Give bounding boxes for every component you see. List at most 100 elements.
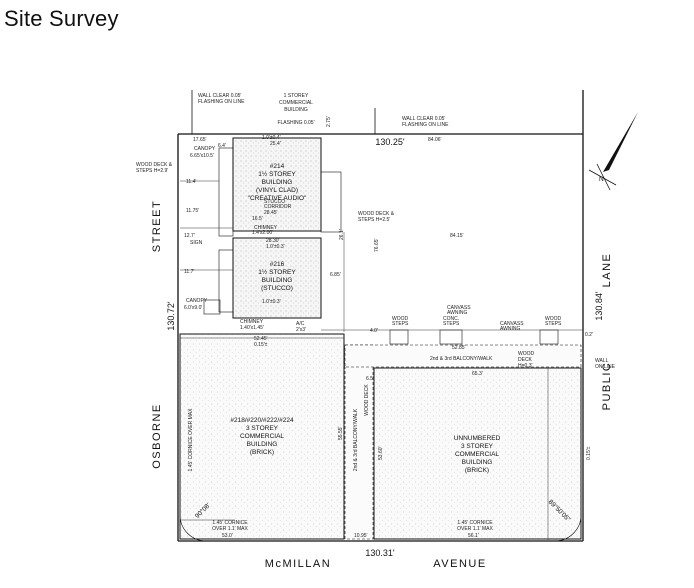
- wood-deck-and-steps: [203, 147, 559, 345]
- note-wood-deck-mid-2: STEPS H=2.5': [358, 217, 390, 223]
- building-216-line-4: (STUCCO): [261, 285, 293, 292]
- measure-m23: 65.3': [472, 371, 483, 377]
- west-street-suffix: STREET: [151, 200, 163, 252]
- measure-m27: 10.95': [354, 533, 368, 539]
- measure-m11: 1.4'x2.00': [252, 230, 273, 236]
- measure-m22: 52.85': [452, 345, 466, 351]
- measure-m12: 1.0'±0.3': [266, 244, 285, 250]
- note-cornice-sw-2: OVER 1.1' MAX: [212, 526, 248, 532]
- note-sign: SIGN: [190, 240, 203, 246]
- note-canvass-awning-2-b: AWNING: [500, 326, 520, 332]
- building-214-line-2: 1½ STOREY: [258, 170, 296, 178]
- note-wood-deck-h-2: DECK: [518, 357, 533, 363]
- note-wood-deck-mid-1: WOOD DECK &: [358, 211, 395, 217]
- balcony-walk-horizontal-strip: [344, 344, 582, 368]
- note-conc-steps-2: STEPS: [443, 321, 460, 327]
- note-wall-clear-ne-2: FLASHING ON LINE: [402, 122, 449, 128]
- building-218-line-2: 3 STOREY: [246, 425, 279, 432]
- measure-m20: 84.15': [450, 233, 464, 239]
- west-street-name: OSBORNE: [151, 403, 163, 469]
- building-unnumbered-line-3: COMMERCIAL: [455, 451, 499, 458]
- note-cornice-sw-1: 1.45' CORNICE: [212, 520, 248, 526]
- balcony-walk-vertical-strip: [344, 344, 374, 540]
- measure-m32: 26.1': [339, 229, 345, 240]
- note-chimney-1: CHIMNEY: [254, 225, 278, 231]
- property-boundary: [177, 90, 584, 542]
- measure-m30: 28.45': [264, 210, 278, 216]
- measure-m19: 0.15'±: [254, 342, 268, 348]
- note-wood-deck-vertical: WOOD DECK: [364, 384, 370, 416]
- note-wood-deck-h-3: H=0.3': [518, 363, 532, 369]
- building-218-line-5: (BRICK): [250, 449, 274, 456]
- note-wood-deck-west-1: WOOD DECK &: [136, 162, 173, 168]
- building-unnumbered: [373, 367, 582, 540]
- note-wood-steps-2-b: STEPS: [545, 321, 562, 327]
- measure-m14: 12.7': [184, 233, 195, 239]
- building-214-line-3: BUILDING: [262, 179, 293, 186]
- measure-m6: 2.75': [326, 116, 332, 127]
- measure-m5: 84.06': [428, 137, 442, 143]
- note-stucco-corridor-1: STUCCO: [264, 199, 285, 205]
- building-216-line-2: 1½ STOREY: [258, 268, 296, 276]
- measure-m10: 16.5': [252, 216, 263, 222]
- note-wood-deck-west-2: STEPS H=2.9': [136, 168, 168, 174]
- note-canopy-2: CANOPY: [186, 298, 208, 304]
- measure-m26: 53.0': [222, 533, 233, 539]
- measure-m15: 11.7': [184, 269, 194, 275]
- building-216-line-1: #216: [270, 261, 285, 268]
- building-218-line-3: COMMERCIAL: [240, 433, 284, 440]
- building-unnumbered-line-4: BUILDING: [462, 459, 493, 466]
- note-chimney-2: CHIMNEY: [240, 319, 264, 325]
- measure-m35: 6.5': [366, 376, 374, 382]
- dimension-south: 130.31': [365, 548, 395, 558]
- east-lane-prefix: PUBLIC: [601, 362, 613, 411]
- building-218-line-4: BUILDING: [247, 441, 278, 448]
- measure-m18: 52.45': [254, 336, 268, 342]
- page-title: Site Survey: [4, 6, 119, 31]
- measure-m9: 11.75': [186, 208, 199, 214]
- note-wall-clear-ne-1: WALL CLEAR 0.05': [402, 116, 445, 122]
- measure-m2: 6.4': [218, 143, 226, 149]
- measure-m13: 28.30': [266, 238, 280, 244]
- building-unnumbered-line-1: UNNUMBERED: [454, 435, 501, 442]
- dimension-west: 130.72': [166, 301, 176, 331]
- north-building-line-1: 1 STOREY: [284, 93, 309, 99]
- note-wood-steps-1-b: STEPS: [392, 321, 409, 327]
- building-218-line-1: #218/#220/#222/#224: [230, 417, 294, 424]
- measure-m7: 6.65'x10.5': [190, 153, 214, 159]
- measure-m3: 1.0'±0.4': [262, 135, 281, 141]
- building-216-line-3: BUILDING: [262, 277, 293, 284]
- note-canvass-awning-2-a: CANVASS: [500, 321, 524, 327]
- building-unnumbered-line-5: (BRICK): [465, 467, 489, 474]
- note-wall-clear-nw-1: WALL CLEAR 0.05': [198, 93, 241, 99]
- measure-m33: 2'x3': [296, 327, 306, 333]
- note-wood-steps-2-a: WOOD: [545, 316, 561, 322]
- measure-m16: 6.0'x9.0': [184, 305, 202, 311]
- note-wood-deck-h-1: WOOD: [518, 351, 534, 357]
- north-building-line-3: BUILDING: [284, 107, 308, 113]
- note-stucco-corridor-2: CORRIDOR: [264, 204, 292, 210]
- measure-m36: 4.0': [370, 328, 378, 334]
- building-unnumbered-line-2: 3 STOREY: [461, 443, 494, 450]
- measure-m34: 0.2': [585, 332, 593, 338]
- note-cornice-se-1: 1.45' CORNICE: [457, 520, 493, 526]
- north-arrow-icon: N: [588, 112, 638, 191]
- south-street-name: McMILLAN: [265, 558, 331, 570]
- measure-m29: 1.0'±0.3': [262, 299, 281, 305]
- note-wood-steps-1-a: WOOD: [392, 316, 408, 322]
- measure-m8: 11.4': [186, 179, 196, 185]
- building-216: [232, 237, 322, 319]
- building-218-224: [179, 333, 345, 540]
- measure-m17: 1.40'x1.45': [240, 325, 264, 331]
- north-arrow-label: N: [599, 176, 604, 183]
- note-balcony-walk-vertical: 2nd & 3rd BALCONY/WALK: [353, 408, 359, 471]
- note-wall-clear-nw-2: FLASHING ON LINE: [198, 99, 245, 105]
- north-building-line-2: COMMERCIAL: [279, 100, 313, 106]
- note-canvass-awning-1-b: AWNING: [447, 310, 467, 316]
- measure-m21: 76.65': [374, 238, 380, 252]
- note-canvass-awning-1-a: CANVASS: [447, 305, 471, 311]
- measure-m28: 56.1': [468, 533, 479, 539]
- measure-m4: 25.4': [270, 141, 281, 147]
- note-ac: A/C: [296, 321, 305, 327]
